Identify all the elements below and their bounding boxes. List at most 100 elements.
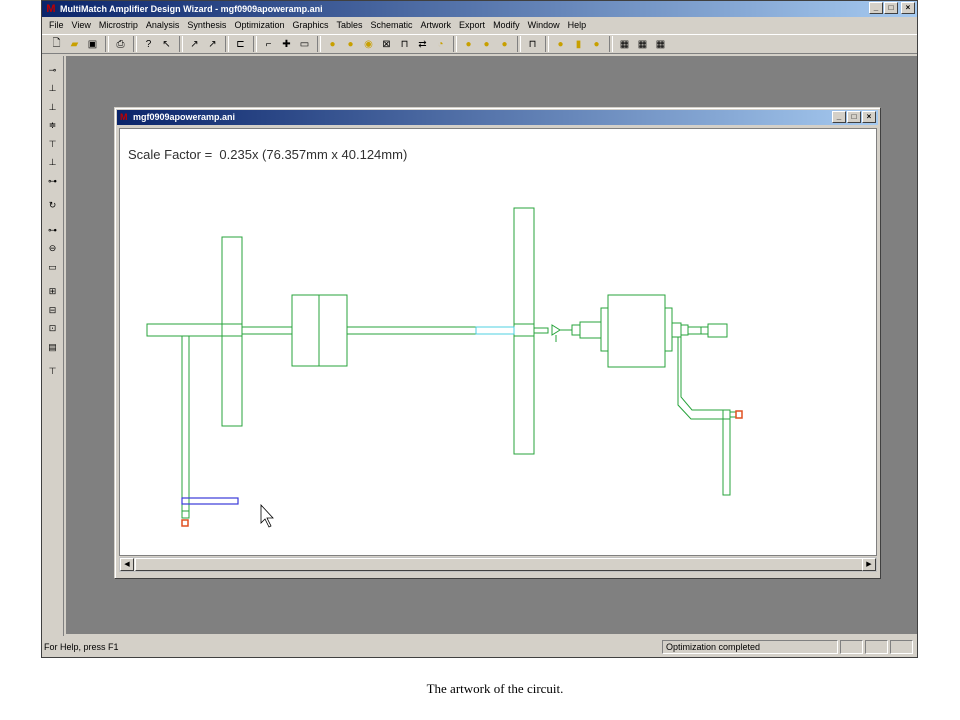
via-icon[interactable]: ⊖ — [48, 243, 57, 253]
main-toolbar: 🗋 ▰ ▣ ⎙ ? ↖ ↗ ↗ ⊏ ⌐ ✚ ▭ ● ● ◉ ⊠ ⊓ ⇄ ◔ ● … — [42, 34, 917, 54]
calc-3-icon[interactable]: ▦ — [655, 38, 666, 50]
output-line-4 — [687, 326, 702, 335]
graph-icon[interactable]: ◔ — [437, 38, 444, 50]
box-plus-icon[interactable]: ⊞ — [48, 286, 57, 296]
horizontal-scrollbar[interactable]: ◀ ▶ — [119, 557, 877, 572]
stub-junction — [513, 323, 535, 337]
save-icon[interactable]: ▣ — [87, 38, 98, 50]
shunt-stub-1 — [221, 236, 243, 427]
transistor-lead-in — [533, 327, 549, 334]
scroll-thumb[interactable] — [135, 558, 863, 571]
output-connector — [571, 324, 581, 336]
menu-microstrip[interactable]: Microstrip — [98, 20, 138, 30]
status-bar: For Help, press F1 Optimization complete… — [42, 639, 917, 655]
transistor-symbol — [551, 324, 561, 336]
toolbar-separator — [517, 36, 521, 52]
open-stub-icon[interactable]: ⊤ — [48, 138, 57, 149]
artwork-title-bar[interactable]: M mgf0909apoweramp.ani _ □ × — [117, 110, 878, 125]
input-line — [146, 323, 243, 337]
circle-3-icon[interactable]: ◉ — [364, 38, 373, 50]
y-icon[interactable]: ● — [465, 38, 472, 50]
short-stub-icon[interactable]: ⊥ — [48, 157, 57, 167]
equals-icon[interactable]: ⇄ — [418, 38, 427, 50]
status-pane-num — [865, 640, 888, 654]
new-file-icon[interactable]: 🗋 — [52, 37, 61, 49]
pulse-icon[interactable]: ⊓ — [528, 38, 537, 50]
dot-icon[interactable]: ● — [501, 38, 508, 50]
shunt-stub-2-icon[interactable]: ⊥ — [48, 101, 57, 112]
minimize-button[interactable]: _ — [869, 2, 883, 14]
status-message: Optimization completed — [662, 640, 838, 654]
window-title: MultiMatch Amplifier Design Wizard - mgf… — [60, 4, 323, 14]
ellipse-icon[interactable]: ● — [593, 38, 600, 50]
series-line-1 — [241, 326, 293, 335]
menu-window[interactable]: Window — [527, 20, 560, 30]
child-close-button[interactable]: × — [862, 111, 876, 123]
box-dot-icon[interactable]: ⊡ — [48, 323, 57, 333]
series-line-icon[interactable]: ⊸ — [48, 64, 57, 75]
selected-component[interactable] — [181, 497, 239, 505]
box-b-icon[interactable]: ▤ — [48, 341, 57, 352]
box-minus-icon[interactable]: ⊟ — [48, 304, 57, 315]
toolbar-separator — [105, 36, 109, 52]
component-icon[interactable]: ▭ — [299, 38, 310, 50]
title-bar[interactable]: M MultiMatch Amplifier Design Wizard - m… — [42, 1, 917, 17]
menu-help[interactable]: Help — [567, 20, 587, 30]
status-pane-cap — [840, 640, 863, 654]
menu-tables[interactable]: Tables — [336, 20, 363, 30]
app-window: M MultiMatch Amplifier Design Wizard - m… — [41, 0, 918, 658]
menu-view[interactable]: View — [71, 20, 91, 30]
taper-icon[interactable]: ⊶ — [48, 175, 57, 186]
help-icon[interactable]: ? — [145, 38, 152, 50]
child-minimize-button[interactable]: _ — [832, 111, 846, 123]
circle-2-icon[interactable]: ● — [347, 38, 354, 50]
line-tool-icon[interactable]: ⌐ — [265, 38, 272, 50]
coupled-line-icon[interactable]: ≑ — [48, 120, 57, 130]
gap-icon[interactable]: ⊶ — [48, 224, 57, 235]
menu-file[interactable]: File — [49, 20, 64, 30]
rect-icon[interactable]: ▮ — [575, 38, 582, 50]
output-bias-port-marker — [735, 410, 743, 419]
calc-1-icon[interactable]: ▦ — [619, 38, 630, 50]
menu-synthesis[interactable]: Synthesis — [187, 20, 227, 30]
context-help-icon[interactable]: ↖ — [162, 38, 171, 50]
bracket-icon[interactable]: ⊓ — [400, 38, 409, 50]
print-icon[interactable]: ⎙ — [116, 38, 125, 50]
arrow-tool-2-icon[interactable]: ↗ — [208, 38, 217, 50]
square-x-icon[interactable]: ⊠ — [382, 38, 391, 50]
shunt-stub-icon[interactable]: ⊥ — [48, 83, 57, 93]
menu-optimization[interactable]: Optimization — [234, 20, 285, 30]
arrow-tool-icon[interactable]: ↗ — [190, 38, 199, 50]
layout-icon[interactable]: ⊏ — [236, 38, 245, 50]
menu-modify[interactable]: Modify — [493, 20, 520, 30]
output-line-3 — [680, 324, 689, 336]
resistor-icon[interactable]: ▭ — [48, 261, 57, 272]
scale-factor-value: 0.235x (76.357mm x 40.124mm) — [219, 147, 408, 162]
open-folder-icon[interactable]: ▰ — [70, 38, 79, 50]
child-maximize-button[interactable]: □ — [847, 111, 861, 123]
shunt-stub-2 — [513, 207, 535, 455]
circle-1-icon[interactable]: ● — [329, 38, 336, 50]
scroll-right-button[interactable]: ▶ — [862, 558, 876, 571]
maximize-button[interactable]: □ — [884, 2, 898, 14]
menu-export[interactable]: Export — [459, 20, 486, 30]
s-icon[interactable]: ● — [483, 38, 490, 50]
bias-connector-in — [181, 510, 190, 519]
multimatch-logo-icon: M — [46, 3, 56, 15]
output-pad-edge-1 — [600, 307, 609, 352]
close-button[interactable]: × — [901, 2, 915, 14]
menu-graphics[interactable]: Graphics — [292, 20, 329, 30]
circle-icon[interactable]: ● — [557, 38, 564, 50]
menu-artwork[interactable]: Artwork — [420, 20, 452, 30]
cross-tool-icon[interactable]: ✚ — [282, 38, 291, 50]
bend-icon[interactable]: ↻ — [48, 200, 57, 210]
calc-2-icon[interactable]: ▦ — [637, 38, 648, 50]
toolbar-separator — [453, 36, 457, 52]
bias-line-in — [181, 335, 190, 512]
tee-icon[interactable]: ⊤ — [48, 366, 57, 376]
toolbar-separator — [609, 36, 613, 52]
menu-analysis[interactable]: Analysis — [145, 20, 180, 30]
scroll-left-button[interactable]: ◀ — [120, 558, 134, 571]
menu-schematic[interactable]: Schematic — [370, 20, 413, 30]
artwork-canvas[interactable]: Scale Factor = 0.235x (76.357mm x 40.124… — [119, 128, 877, 556]
